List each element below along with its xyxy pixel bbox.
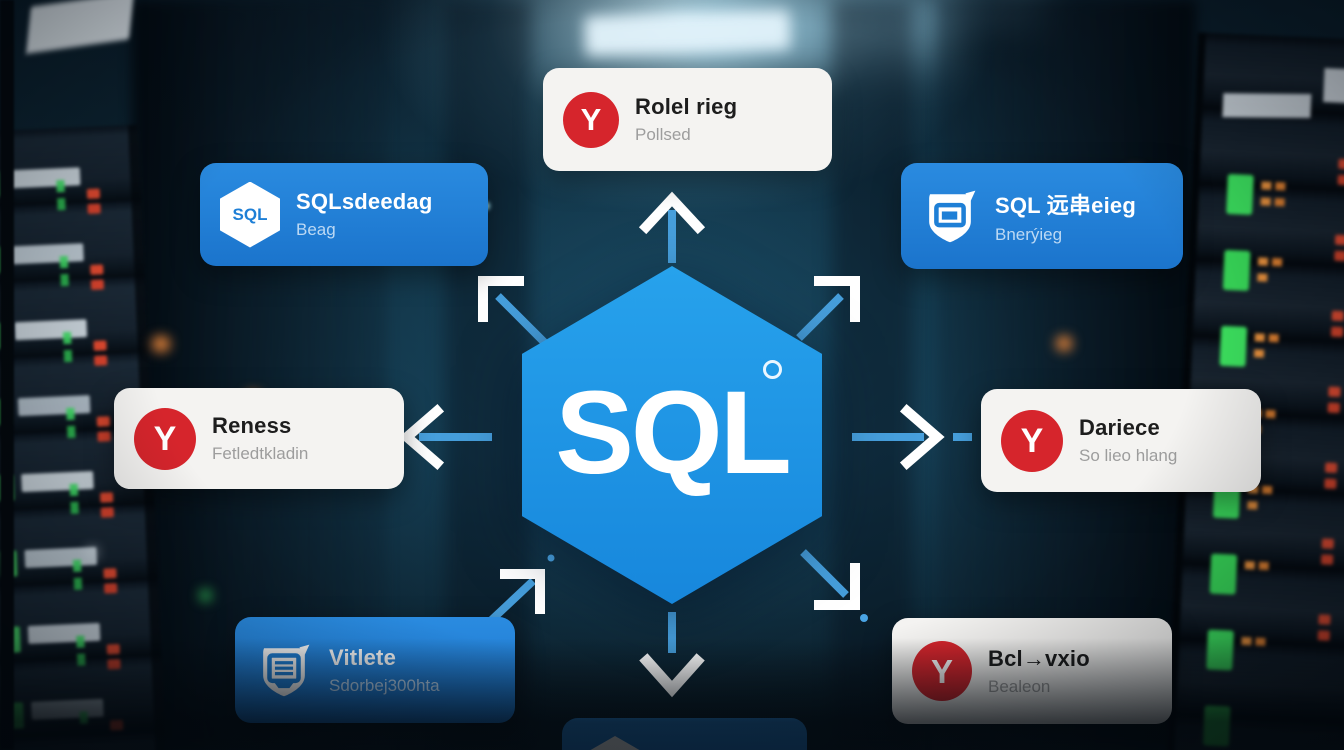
bokeh-orange-light [1056, 336, 1072, 351]
card-mid-left: Y Reness Fetledtkladin [114, 388, 404, 489]
shield-card-icon [929, 190, 976, 243]
card-top-right: SQL 远串eieg Bnerýieg [901, 163, 1183, 269]
degree-ring-mark [763, 360, 782, 379]
sql-hexagon-icon: SQL [220, 181, 280, 248]
sql-logo-text: SQL [555, 367, 792, 499]
card-title: SQL 远串eieg [995, 192, 1136, 218]
card-title: Rolel rieg [635, 94, 738, 119]
card-mid-right: Y Dariece So lieo hlang [981, 389, 1261, 492]
card-subtitle: Bnerýieg [995, 224, 1063, 244]
bokeh-orange-light [152, 336, 170, 352]
card-title: Reness [212, 413, 292, 438]
rack-unit-text [1222, 93, 1312, 118]
card-subtitle: Beag [296, 220, 336, 239]
bokeh-green-light [200, 590, 211, 601]
led-green-small [56, 179, 65, 193]
ceiling-light-panel [584, 9, 791, 57]
card-subtitle: Fetledtkladin [212, 444, 309, 463]
card-subtitle: So lieo hlang [1079, 446, 1178, 465]
led-red-pair [86, 188, 101, 200]
sql-hexagon-logo: SQL [522, 266, 822, 604]
card-top: Y Rolel rieg Pollsed [543, 68, 832, 171]
led-red-dots [1338, 158, 1344, 170]
bokeh-white-light [88, 548, 97, 557]
led-orange-dots [1261, 181, 1272, 190]
y-badge-icon: Y [1001, 409, 1063, 472]
card-top-left: SQL SQLsdeedag Beag [200, 163, 488, 266]
card-title: Dariece [1079, 415, 1160, 440]
card-subtitle: Pollsed [635, 125, 691, 144]
led-green-panel [1226, 173, 1254, 216]
card-title: SQLsdeedag [296, 189, 433, 214]
rack-label-side [1323, 68, 1344, 104]
y-badge-icon: Y [134, 407, 196, 470]
rack-unit-label [7, 167, 81, 189]
y-badge-icon: Y [563, 91, 619, 148]
floor-shadow [0, 638, 1344, 750]
